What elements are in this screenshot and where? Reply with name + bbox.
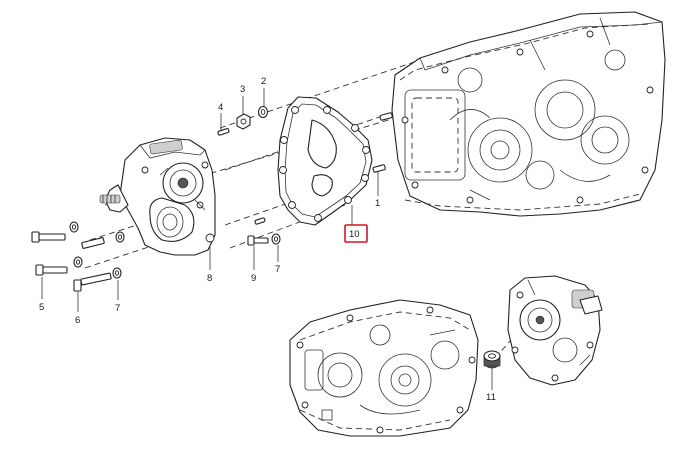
hydraulic-pump-part-8 xyxy=(99,137,216,256)
bearing-part-11 xyxy=(483,350,501,369)
dowel-pins-part-1 xyxy=(372,112,393,173)
bolts-and-washers xyxy=(31,217,281,292)
hardware-parts-2-3-4 xyxy=(217,105,269,136)
callout-1: 1 xyxy=(375,198,380,209)
callout-leader-lines xyxy=(41,88,493,390)
cover-plate-part-10 xyxy=(277,96,373,226)
transmission-housing-lower xyxy=(289,299,479,437)
callout-6: 6 xyxy=(75,315,80,326)
callout-2: 2 xyxy=(261,76,266,87)
callout-9: 9 xyxy=(251,273,256,284)
callout-7-right: 7 xyxy=(275,264,280,275)
callout-4: 4 xyxy=(218,102,223,113)
callout-8: 8 xyxy=(207,273,212,284)
transmission-housing-upper xyxy=(391,11,666,217)
callout-5: 5 xyxy=(39,302,44,313)
callout-10: 10 xyxy=(349,229,360,240)
callout-11: 11 xyxy=(486,392,496,403)
lower-pump-assembly xyxy=(507,275,603,386)
callout-7-left: 7 xyxy=(115,303,120,314)
callout-10-highlight-box xyxy=(344,224,368,243)
callout-3: 3 xyxy=(240,84,245,95)
